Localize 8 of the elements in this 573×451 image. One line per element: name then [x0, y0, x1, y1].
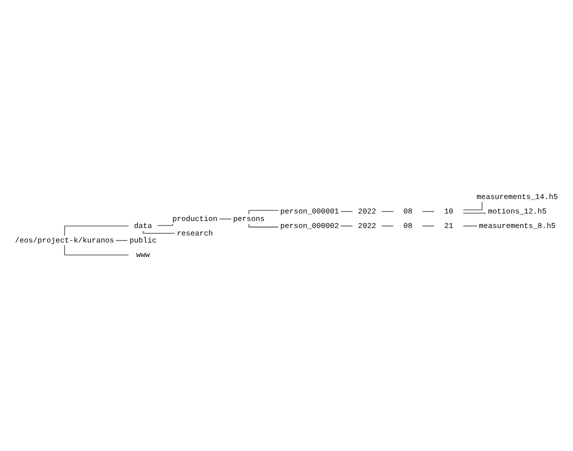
connector: [64, 244, 129, 255]
connector: [157, 223, 173, 226]
connector: [64, 225, 129, 236]
connector: [463, 212, 486, 213]
connector: [463, 201, 482, 210]
connector: [142, 230, 175, 234]
connector: [248, 223, 279, 227]
connector: [248, 210, 279, 214]
